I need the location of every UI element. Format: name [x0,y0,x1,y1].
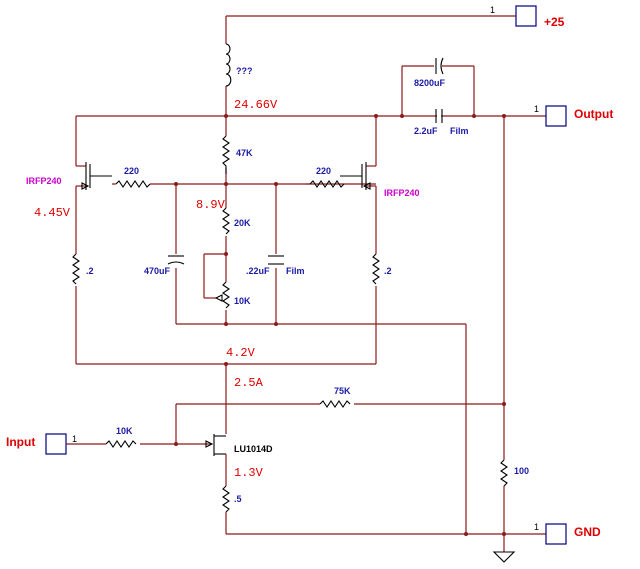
output-cap-wiring [401,65,475,116]
r-75k-value: 75K [334,386,351,396]
cap-output-type: Film [450,126,469,136]
r220-left-resistor [115,180,151,188]
cap-8200-plate-b [440,57,444,75]
left-mosfet-symbol [81,162,112,190]
r-left-02-resistor [72,253,80,285]
bias-voltage: 8.9V [196,198,226,212]
cap-470-value: 470uF [144,266,171,276]
supply-pin-number: 1 [490,5,495,15]
current-label: 2.5A [234,376,264,390]
r-05-value: .5 [234,494,242,504]
r220-right-resistor [309,180,345,188]
r-left-02-value: .2 [86,266,94,276]
feedback-wiring [175,403,504,444]
left-mosfet-wiring [75,116,86,364]
r-100-resistor [500,459,508,487]
cap-output-value: 2.2uF [414,126,438,136]
r-right-02-value: .2 [384,266,392,276]
output-pin-number: 1 [534,104,539,114]
r-20k-resistor [222,207,230,235]
r-47k-resistor [222,135,230,174]
right-mosfet-part: IRFP240 [384,188,420,198]
cap-output-gap [437,112,441,120]
jfet-symbol [205,434,226,456]
supply-label: +25 [544,15,565,29]
ground-label: GND [574,525,601,539]
cap-8200-value: 8200uF [414,78,446,88]
r-47k-value: 47K [236,148,253,158]
r-100-value: 100 [514,466,529,476]
center-bias-wiring [175,116,467,534]
r-right-02-resistor [372,253,380,285]
pot-10k-wiper [214,294,223,302]
output-label: Output [574,107,613,121]
r-05-resistor [222,485,230,513]
left-gate-voltage: 4.45V [34,206,71,220]
inductor-coil [225,43,232,87]
output-port[interactable] [545,105,567,127]
cap-22-type: Film [286,266,305,276]
r-20k-value: 20K [234,218,251,228]
pot-10k-resistor [222,281,230,309]
r-10k-input-resistor [105,440,137,448]
r220-left-value: 220 [124,166,139,176]
junction-dots [174,114,506,536]
cap-22-value: .22uF [246,266,270,276]
ground-pin-number: 1 [534,522,539,532]
left-mosfet-part: IRFP240 [26,176,62,186]
right-mosfet-symbol [340,162,371,190]
pot-10k-value: 10K [234,296,251,306]
rail-voltage: 24.66V [234,98,278,112]
source-voltage: 4.2V [226,346,256,360]
jfet-part: LU1014D [234,444,273,454]
r-10k-input-value: 10K [116,426,133,436]
r220-right-value: 220 [316,166,331,176]
ground-symbol [492,534,516,563]
supply-wiring [225,15,516,116]
inductor-value: ??? [236,66,253,76]
jfet-source-voltage: 1.3V [234,466,264,480]
cap-470-plate-b [167,261,185,265]
r-75k-resistor [319,400,351,408]
input-label: Input [6,435,35,449]
input-pin-number: 1 [72,434,77,444]
supply-port[interactable] [515,5,537,27]
input-port[interactable] [45,433,67,455]
ground-port[interactable] [545,523,567,545]
